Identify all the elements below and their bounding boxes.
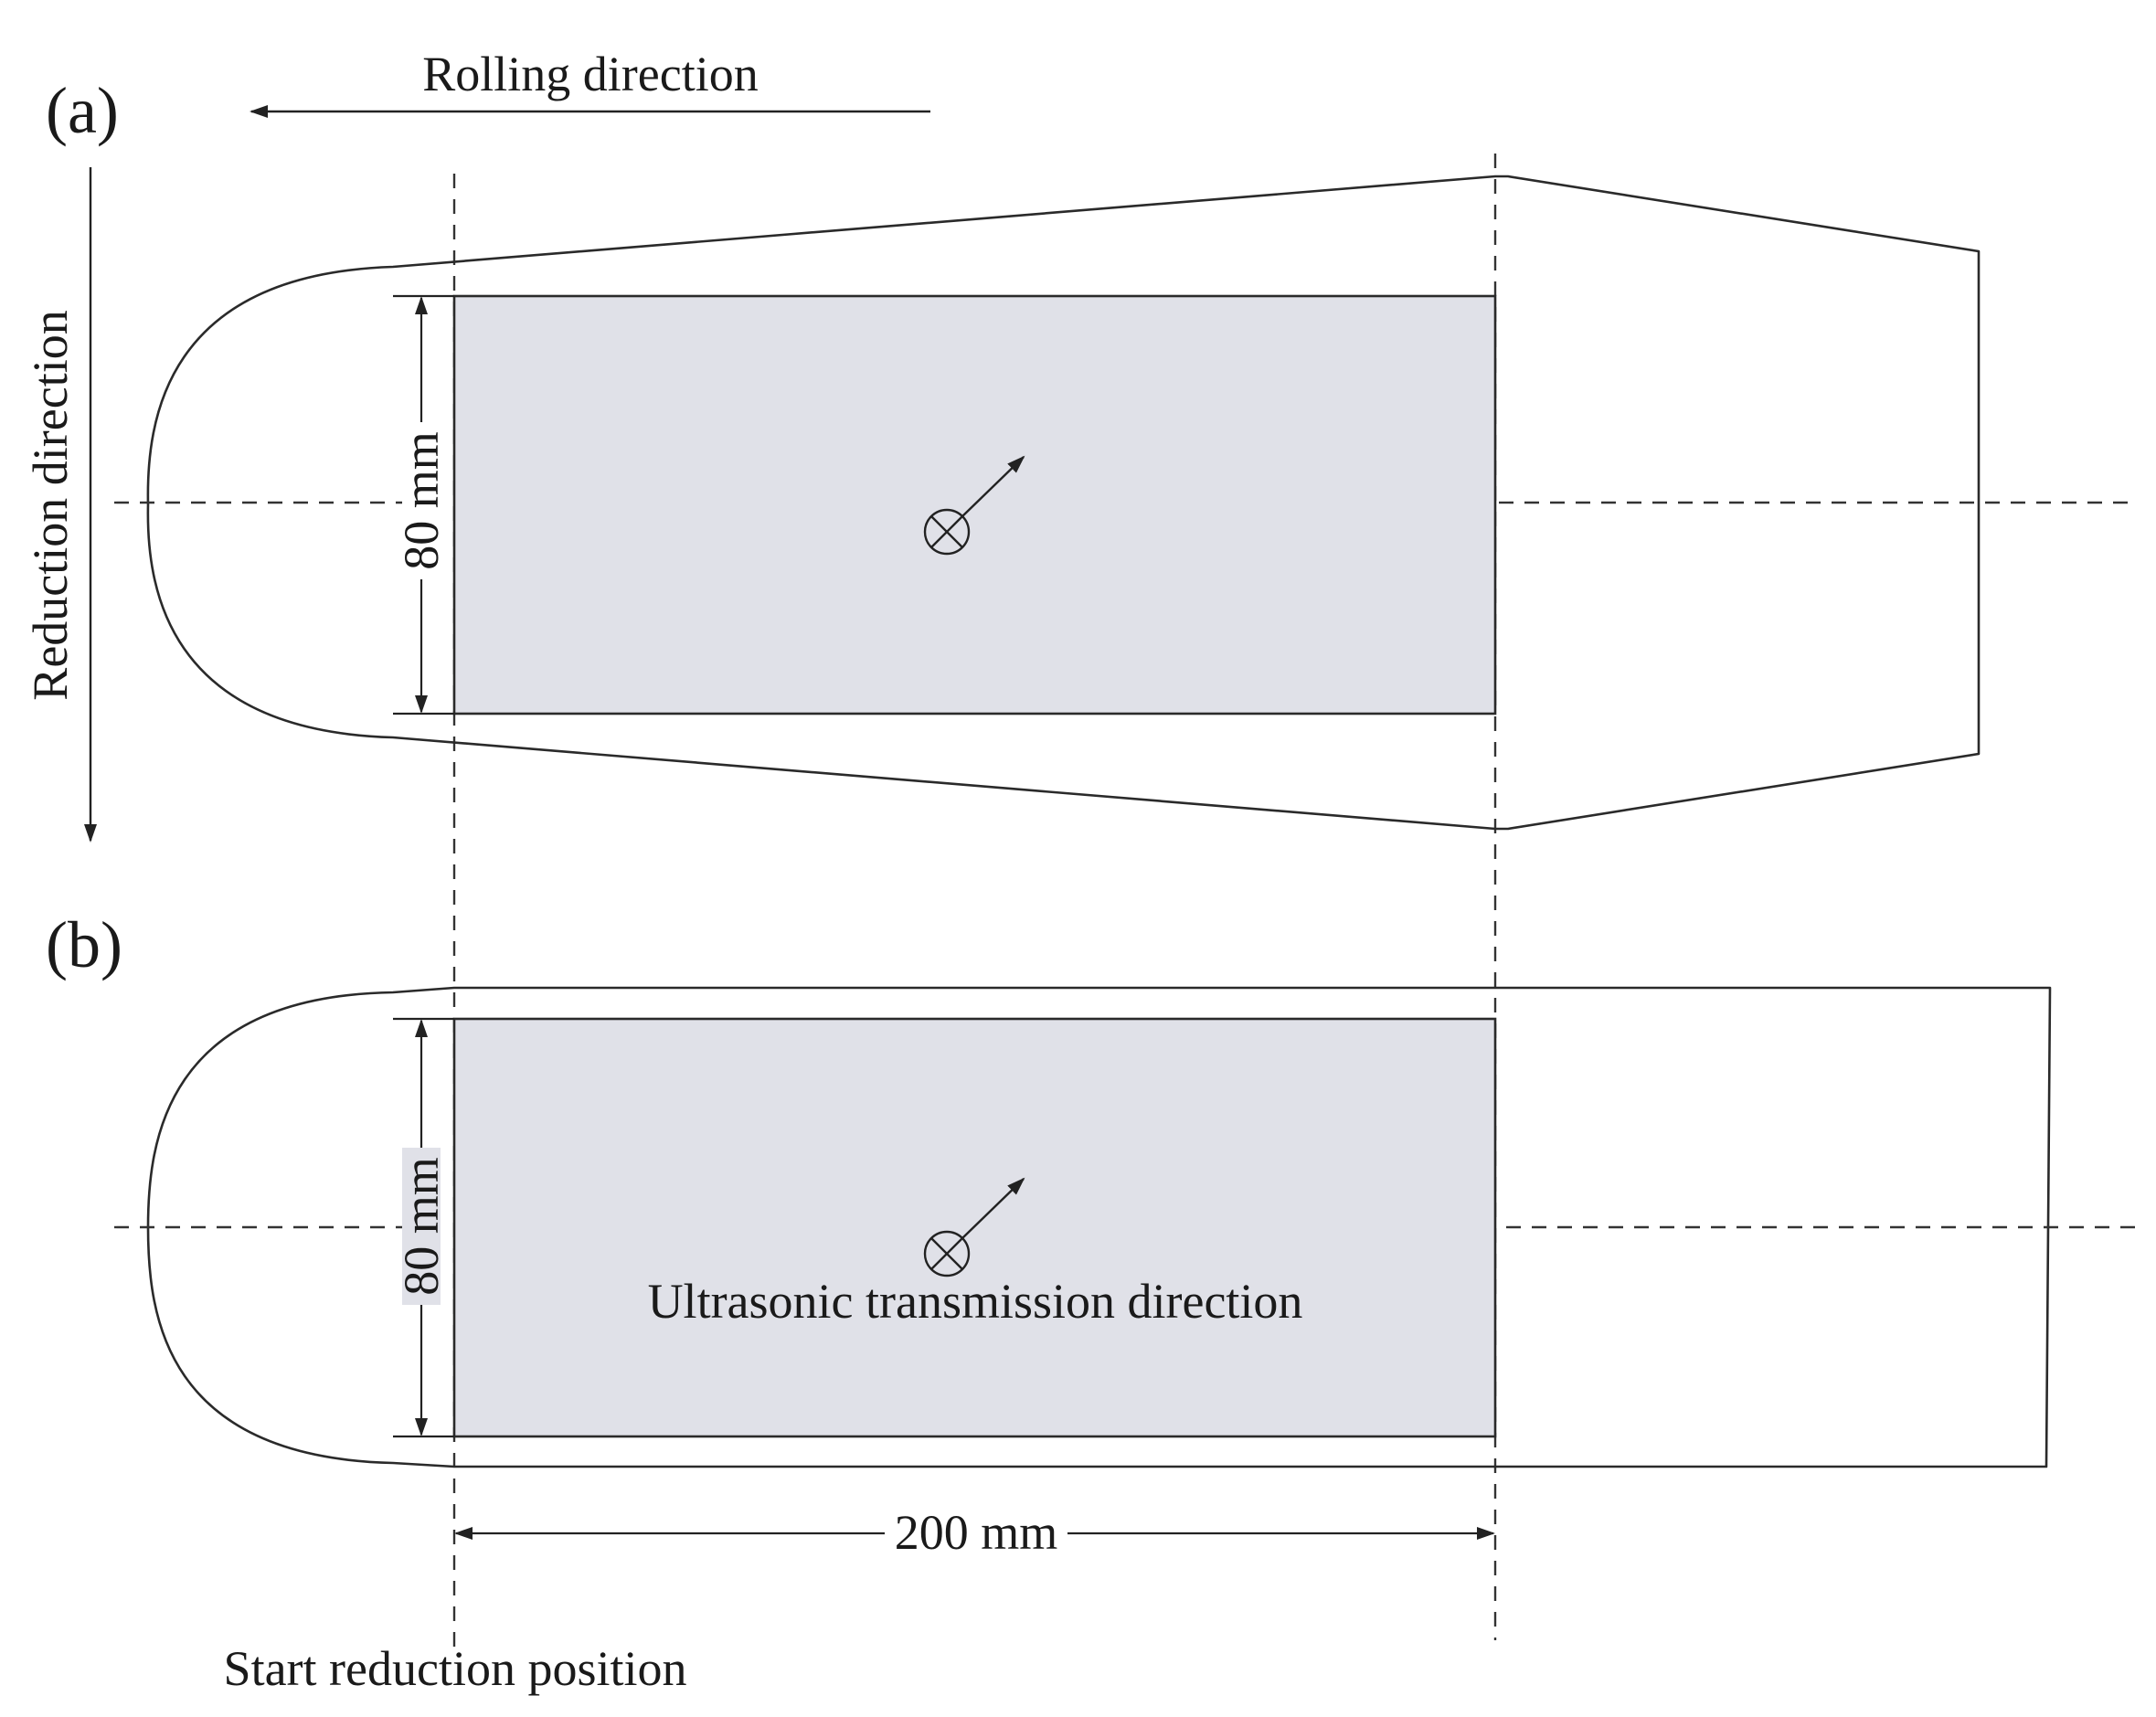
dim-label-bg-b — [402, 1148, 441, 1305]
reduction-direction-label: Reduction direction — [23, 310, 78, 700]
circled-x-icon — [923, 1230, 971, 1277]
panel-label-b: (b) — [46, 908, 122, 981]
panel-label-a: (a) — [46, 74, 119, 147]
dim-label-length: 200 mm — [895, 1505, 1058, 1560]
arrow-up-right-icon — [961, 1177, 1025, 1239]
dim-label-height-b: 80 mm — [394, 1157, 449, 1296]
plate-outline-a — [146, 175, 1981, 831]
rolling-direction-label: Rolling direction — [422, 47, 758, 101]
arrow-up-right-icon — [961, 455, 1025, 517]
start-reduction-label: Start reduction position — [224, 1641, 687, 1696]
circled-x-icon — [923, 508, 971, 556]
dim-label-height-a: 80 mm — [394, 431, 449, 570]
dim-label-bg-a — [402, 422, 441, 579]
dim-label-bg-length — [885, 1506, 1067, 1561]
ultrasonic-label: Ultrasonic transmission direction — [648, 1274, 1303, 1329]
